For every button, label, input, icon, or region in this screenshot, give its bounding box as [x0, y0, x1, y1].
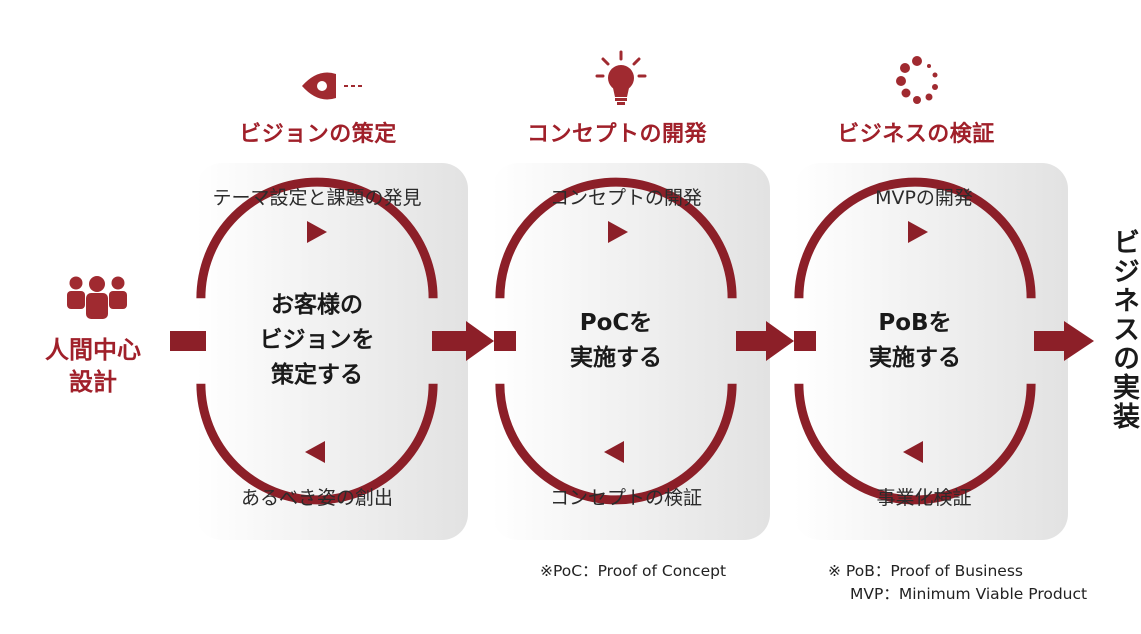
stage-3-center-line: 実施する — [869, 345, 961, 371]
stage-3-center-line: PoBを — [878, 310, 952, 336]
stage-1-center-line: ビジョンを — [259, 327, 375, 353]
stage-3-center-text: PoBを 実施する — [805, 306, 1025, 376]
final-label: ビジネスの実装 — [1108, 228, 1139, 431]
flow-bar-2 — [494, 331, 516, 351]
cycle-arrowhead-3-top — [908, 221, 928, 243]
cycle-arrowhead-1-bottom — [305, 441, 325, 463]
start-label: 人間中心 設計 — [28, 334, 158, 398]
cycle-arrowhead-2-top — [608, 221, 628, 243]
stage-1-center-text: お客様の ビジョンを 策定する — [207, 288, 427, 393]
stage-3-top-label: MVPの開発 — [875, 187, 973, 209]
flow-arrow-2-3 — [736, 321, 794, 361]
stage-3-bottom-label: 事業化検証 — [876, 487, 972, 509]
cycle-arrowhead-3-bottom — [903, 441, 923, 463]
stage-1-center-line: お客様の — [271, 292, 363, 318]
cycle-ring-3-bottom — [794, 383, 1036, 505]
stage-2-center-line: PoCを — [579, 310, 653, 336]
stage-2-title: コンセプトの開発 — [526, 122, 707, 147]
stage-2-center-line: 実施する — [570, 345, 662, 371]
cycle-arrowhead-1-top — [307, 221, 327, 243]
cycle-ring-1-top — [196, 177, 438, 299]
light-bulb-icon — [595, 50, 647, 105]
cycle-ring-2-top — [495, 177, 737, 299]
eye-icon — [302, 72, 362, 100]
stage-2-center-text: PoCを 実施する — [506, 306, 726, 376]
start-label-line: 人間中心 — [45, 336, 141, 364]
cycle-ring-3-top — [794, 177, 1036, 299]
stage-2-bottom-label: コンセプトの検証 — [549, 487, 702, 509]
stage-2-panel — [492, 163, 770, 540]
flow-arrow-1-2 — [432, 321, 494, 361]
cycle-ring-2-bottom — [495, 383, 737, 505]
stage-1-title: ビジョンの策定 — [239, 122, 397, 147]
flow-arrow-final — [1034, 321, 1094, 361]
stage-3-title: ビジネスの検証 — [837, 122, 995, 147]
stage-1-bottom-label: あるべき姿の創出 — [240, 487, 393, 509]
flow-bar-start — [170, 331, 206, 351]
stage-1-top-label: テーマ設定と課題の発見 — [212, 187, 422, 209]
mvp-footnote: MVP：Minimum Viable Product — [850, 585, 1088, 603]
cycle-ring-1-bottom — [196, 383, 438, 505]
start-label-line: 設計 — [69, 368, 117, 396]
stage-2-top-label: コンセプトの開発 — [549, 187, 702, 209]
poc-footnote: ※PoC：Proof of Concept — [540, 562, 727, 580]
flow-bar-3 — [794, 331, 816, 351]
pob-footnote: ※ PoB：Proof of Business — [828, 562, 1023, 580]
people-group-icon — [67, 276, 127, 319]
cycle-arrowhead-2-bottom — [604, 441, 624, 463]
stage-1-center-line: 策定する — [271, 362, 363, 388]
dotted-circle-icon — [896, 56, 938, 104]
